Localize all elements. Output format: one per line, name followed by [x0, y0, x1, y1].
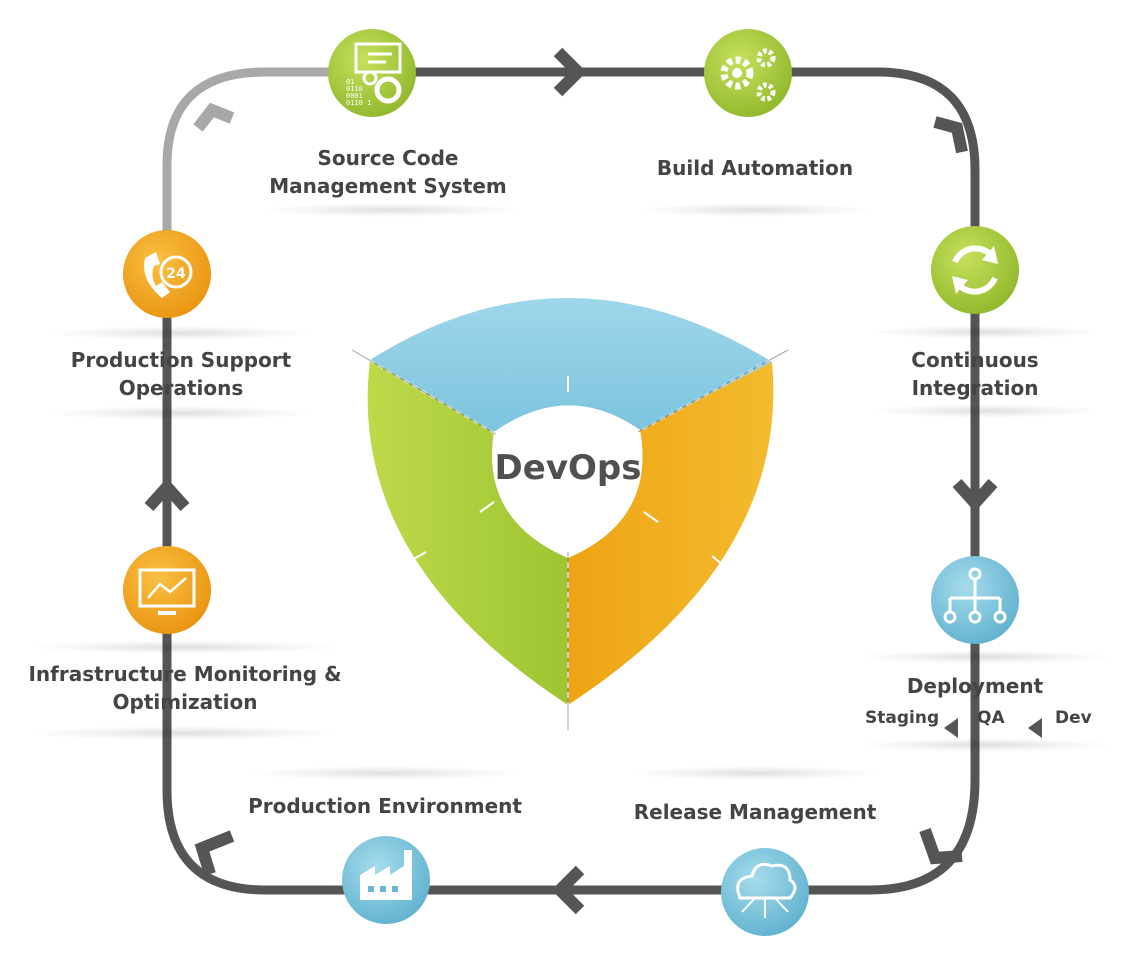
label-shelf — [870, 325, 1100, 339]
factory-icon — [342, 836, 430, 924]
arrow-left-bottom — [551, 865, 585, 915]
label-shelf — [860, 738, 1110, 752]
binary-line: 01 — [346, 78, 354, 86]
binary-line: 0110 1 — [346, 99, 371, 107]
stage-label-line: Infrastructure Monitoring & — [28, 662, 342, 686]
ring-right-segment — [568, 362, 774, 705]
stage-label-source-code: Source Code Management System — [250, 144, 526, 200]
stage-label-deployment: Deployment — [880, 672, 1070, 700]
stage-label-release-management: Release Management — [620, 798, 890, 826]
label-shelf — [870, 404, 1100, 418]
ring-top-segment — [370, 297, 772, 432]
arrow-up-topleft — [193, 102, 235, 132]
stage-label-line: Deployment — [906, 674, 1044, 698]
stage-label-production-environment: Production Environment — [235, 792, 535, 820]
arrow-right-top — [553, 47, 587, 97]
stage-label-line: Integration — [911, 376, 1039, 400]
label-shelf — [860, 650, 1110, 664]
label-shelf — [30, 726, 340, 740]
phone-24-icon: 24 — [123, 230, 211, 318]
stage-label-line: Build Automation — [656, 156, 854, 180]
label-shelf — [630, 766, 880, 780]
ring-left-segment — [367, 360, 568, 705]
stage-label-line: Release Management — [633, 800, 877, 824]
deployment-stage-qa: QA — [977, 708, 1005, 728]
refresh-cycle-icon — [931, 226, 1019, 314]
arrow-up-left — [144, 478, 190, 512]
arrow-down-right — [952, 478, 998, 512]
stage-label-line: Optimization — [112, 690, 258, 714]
stage-label-line: Production Environment — [248, 794, 522, 818]
deployment-stage-staging: Staging — [865, 708, 940, 728]
gears-icon — [704, 29, 792, 117]
label-shelf — [50, 406, 310, 420]
label-shelf — [50, 326, 310, 340]
stage-label-continuous-integration: Continuous Integration — [860, 346, 1090, 402]
label-shelf — [30, 640, 340, 654]
flow-arrows — [144, 47, 998, 915]
triangle-left-icon — [1028, 718, 1042, 738]
label-shelf — [260, 203, 520, 217]
stage-label-production-support: Production Support Operations — [50, 346, 312, 402]
hierarchy-icon — [931, 556, 1019, 644]
cloud-network-icon — [721, 848, 809, 936]
binary-line: 0110 — [346, 85, 363, 93]
arrow-left-bottomleft — [194, 830, 235, 876]
stage-label-line: Continuous — [911, 348, 1039, 372]
stage-label-build-automation: Build Automation — [630, 154, 880, 182]
label-shelf — [640, 203, 870, 217]
binary-line: 0001 — [346, 92, 363, 100]
label-shelf — [250, 766, 520, 780]
stage-label-line: Production Support — [70, 348, 292, 372]
deployment-arrows — [944, 718, 1042, 738]
stage-label-line: Management System — [269, 174, 507, 198]
stage-label-line: Operations — [118, 376, 244, 400]
center-title: DevOps — [494, 448, 642, 488]
arrow-down-topright — [933, 116, 968, 154]
monitor-chart-icon — [123, 546, 211, 634]
deployment-stage-dev: Dev — [1055, 708, 1092, 728]
triangle-left-icon — [944, 718, 958, 738]
devops-ring — [351, 297, 789, 730]
ring-inner-hole — [492, 405, 643, 558]
arrow-down-bottomright — [919, 827, 963, 865]
stage-label-line: Source Code — [317, 146, 459, 170]
svg-text:24: 24 — [166, 266, 186, 282]
stage-label-infrastructure-monitoring: Infrastructure Monitoring & Optimization — [20, 660, 350, 716]
